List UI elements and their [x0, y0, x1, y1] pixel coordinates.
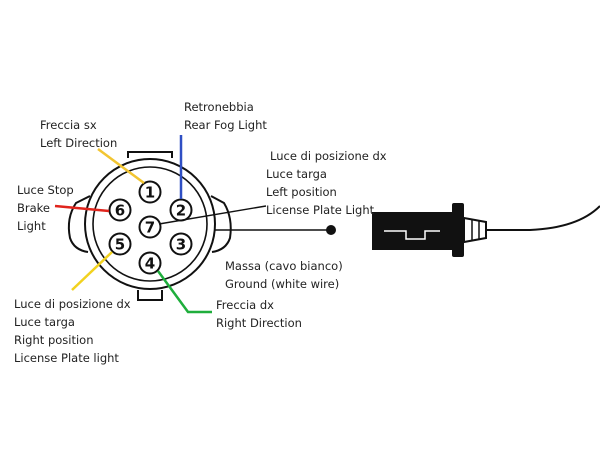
label-left-direction: Freccia sx Left Direction	[40, 118, 118, 150]
plug	[372, 203, 600, 257]
connector-housing	[67, 151, 232, 301]
pin-3: 3	[169, 232, 193, 256]
leader-license-plate-left	[158, 205, 267, 225]
pin-4: 4	[138, 251, 162, 275]
top-tab	[127, 151, 173, 158]
leader-right-direction	[156, 270, 212, 314]
plug-strain-relief	[463, 216, 487, 244]
pin-2: 2	[169, 198, 193, 222]
svg-text:2: 2	[176, 202, 186, 220]
right-ear	[210, 195, 232, 253]
plug-notch	[384, 230, 440, 240]
label-brake-light: Luce Stop Brake Light	[17, 183, 74, 233]
label-ground: Massa (cavo bianco) Ground (white wire)	[225, 259, 343, 291]
svg-text:4: 4	[145, 255, 155, 273]
cable	[486, 205, 600, 231]
plug-collar	[452, 203, 464, 257]
pin-5: 5	[108, 232, 132, 256]
outer-ring	[84, 158, 216, 290]
svg-text:3: 3	[176, 236, 186, 254]
svg-text:1: 1	[145, 184, 155, 202]
label-left-position: Luce di posizione dx Luce targa Left pos…	[266, 149, 387, 217]
leader-brake	[54, 204, 110, 213]
pin-6: 6	[108, 198, 132, 222]
leader-left-direction	[97, 147, 145, 185]
bottom-tab	[137, 290, 163, 301]
inner-ring	[92, 166, 208, 282]
label-right-position: Luce di posizione dx Luce targa Right po…	[14, 297, 131, 365]
leader-right-position	[71, 251, 113, 291]
label-right-direction: Freccia dx Right Direction	[216, 298, 302, 330]
label-rear-fog-light: Retronebbia Rear Fog Light	[184, 100, 267, 132]
ground-dot	[326, 225, 336, 235]
svg-text:6: 6	[115, 202, 125, 220]
pin-1: 1	[138, 180, 162, 204]
pin-7: 7	[138, 215, 162, 239]
svg-text:5: 5	[115, 236, 125, 254]
svg-text:7: 7	[145, 219, 155, 237]
